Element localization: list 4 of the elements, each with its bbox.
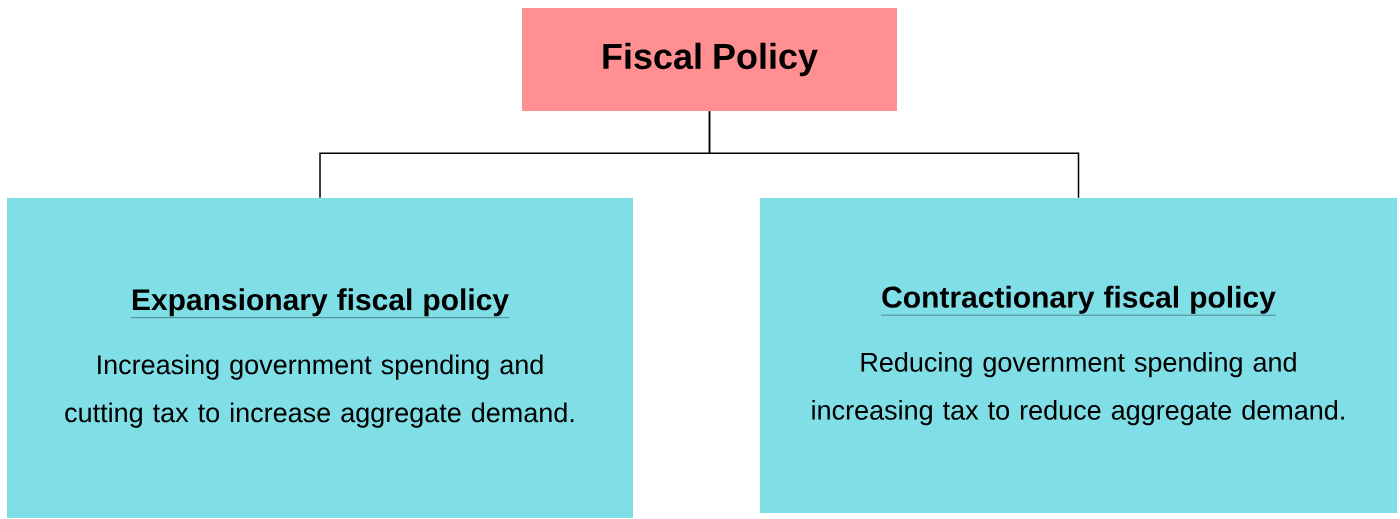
content-box: Expansionary fiscal policy Increasing government spending and cutting tax to increase aggregate demand. [7, 198, 633, 518]
title-box: Fiscal Policy [522, 8, 897, 111]
content-box: Contractionary fiscal policy Reducing government spending and increasing tax to reduce aggregate demand. [760, 198, 1397, 513]
connector-line [708, 110, 1080, 199]
